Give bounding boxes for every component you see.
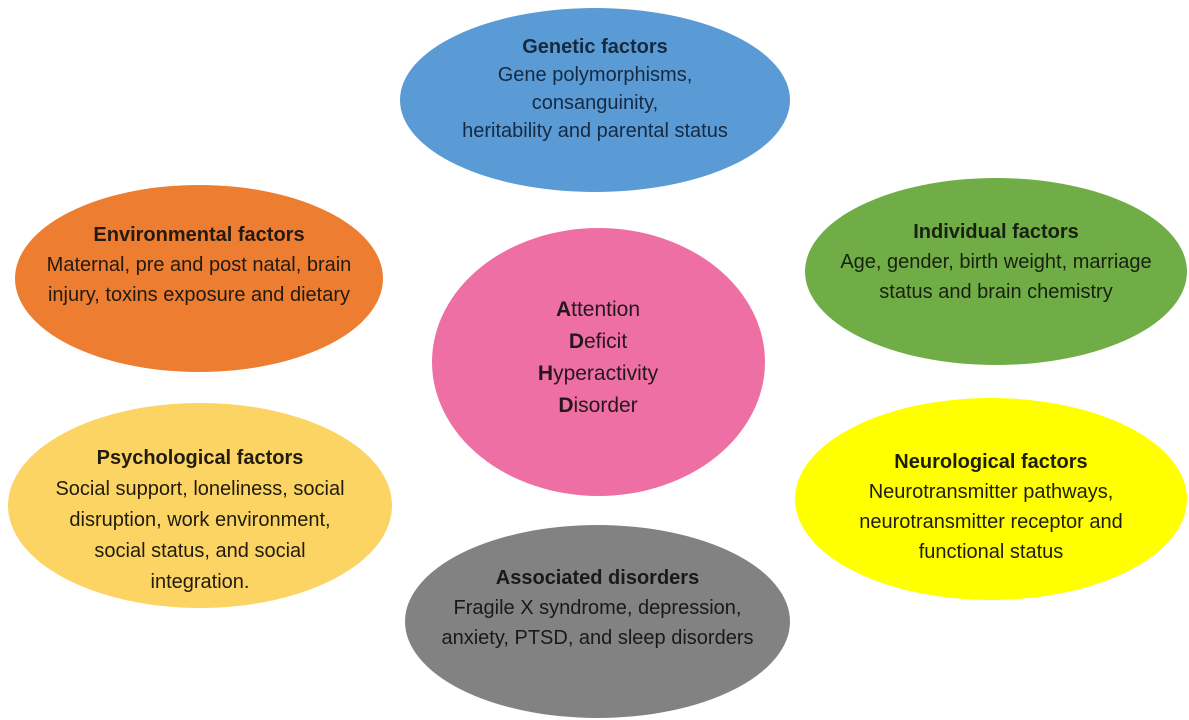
psychological-factors-title: Psychological factors bbox=[96, 447, 304, 469]
neurological-factors-label: Neurological factors Neurotransmitter pa… bbox=[791, 447, 1189, 567]
associated-disorders-label: Associated disorders Fragile X syndrome,… bbox=[395, 563, 800, 653]
adhd-center-label: Attention Deficit Hyperactivity Disorder bbox=[448, 294, 748, 422]
psychological-factors-ellipse bbox=[8, 403, 392, 608]
neurological-factors-title: Neurological factors bbox=[894, 451, 1088, 473]
genetic-factors-label: Genetic factors Gene polymorphisms, cons… bbox=[385, 33, 805, 145]
environmental-factors-label: Environmental factors Maternal, pre and … bbox=[4, 220, 394, 310]
associated-disorders-ellipse bbox=[405, 525, 790, 718]
associated-disorders-title: Associated disorders bbox=[495, 567, 700, 589]
adhd-center-ellipse bbox=[432, 228, 765, 496]
individual-factors-label: Individual factors Age, gender, birth we… bbox=[796, 217, 1189, 307]
adhd-line-attention: Attention bbox=[555, 298, 641, 321]
individual-factors-body: Age, gender, birth weight, marriage stat… bbox=[840, 251, 1152, 303]
individual-factors-title: Individual factors bbox=[913, 221, 1079, 243]
adhd-line-disorder: Disorder bbox=[558, 394, 638, 417]
adhd-line-deficit: Deficit bbox=[568, 330, 628, 353]
neurological-factors-ellipse bbox=[795, 398, 1187, 600]
environmental-factors-body: Maternal, pre and post natal, brain inju… bbox=[46, 254, 352, 306]
genetic-factors-body: Gene polymorphisms, consanguinity, herit… bbox=[462, 64, 728, 142]
adhd-line-hyperactivity: Hyperactivity bbox=[537, 362, 659, 385]
environmental-factors-title: Environmental factors bbox=[93, 224, 305, 246]
associated-disorders-body: Fragile X syndrome, depression, anxiety,… bbox=[441, 597, 754, 649]
individual-factors-ellipse bbox=[805, 178, 1187, 365]
neurological-factors-body: Neurotransmitter pathways, neurotransmit… bbox=[859, 481, 1123, 563]
psychological-factors-label: Psychological factors Social support, lo… bbox=[5, 443, 395, 598]
psychological-factors-body: Social support, loneliness, social disru… bbox=[55, 478, 345, 593]
genetic-factors-title: Genetic factors bbox=[522, 36, 668, 58]
genetic-factors-ellipse bbox=[400, 8, 790, 192]
environmental-factors-ellipse bbox=[15, 185, 383, 372]
